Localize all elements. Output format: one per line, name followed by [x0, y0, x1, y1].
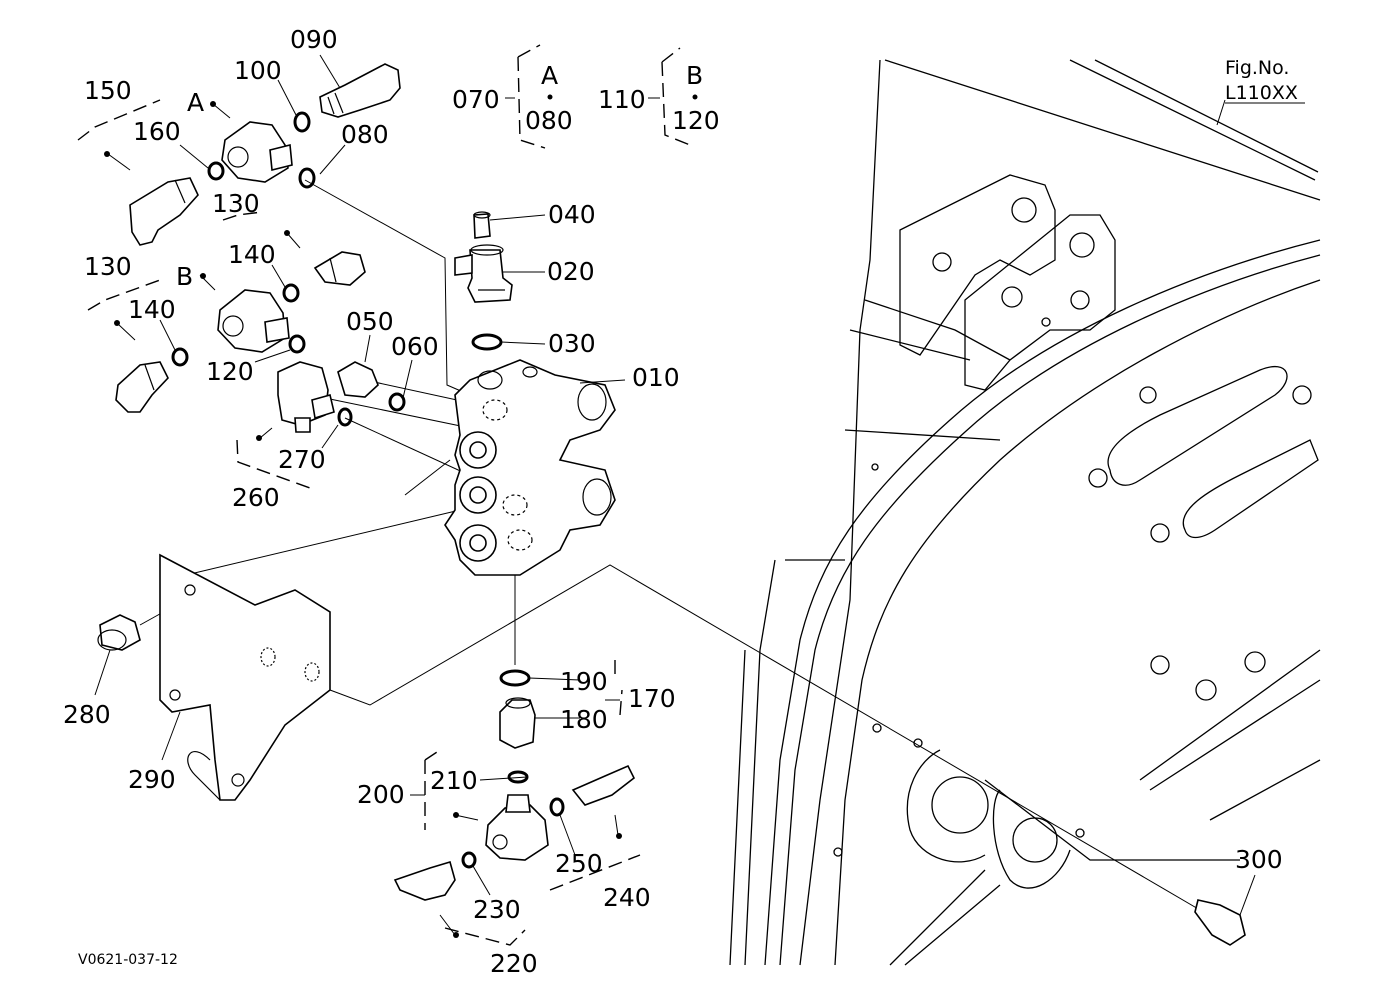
label-230: 230: [473, 895, 521, 924]
label-260: 260: [232, 483, 280, 512]
o-ring-030: [471, 333, 503, 351]
label-240: 240: [603, 883, 651, 912]
bracket-290: [159, 553, 331, 801]
tee-260: [277, 361, 335, 433]
label-290: 290: [128, 765, 176, 794]
label-200: 200: [357, 780, 405, 809]
o-ring-140-lower: [171, 347, 189, 367]
bolt-300: [1194, 899, 1246, 946]
elbow-130-lower: [115, 361, 169, 413]
label-220: 220: [490, 949, 538, 978]
label-160: 160: [133, 117, 181, 146]
control-valve-010: [444, 359, 616, 576]
elbow-130-upper: [313, 251, 366, 286]
elbow-220: [393, 860, 456, 901]
tee-fitting-a: [221, 121, 293, 183]
o-ring-120: [288, 334, 306, 354]
callout-labels: 010 020 030 040 050 060 080 090 100 120 …: [63, 25, 1283, 978]
label-270: 270: [278, 445, 326, 474]
label-120: 120: [206, 357, 254, 386]
fitting-240: [571, 764, 636, 806]
o-ring-190: [499, 669, 531, 687]
tee-200: [485, 794, 549, 861]
callout-dots: [104, 94, 698, 938]
label-090: 090: [290, 25, 338, 54]
figure-info: Fig.No. L110XX V0621-037-12: [78, 57, 1298, 968]
label-020: 020: [547, 257, 595, 286]
label-190: 190: [560, 667, 608, 696]
assembly-lines: [139, 179, 1201, 911]
elbow-090: [319, 63, 401, 118]
elbow-150: [129, 177, 199, 246]
relief-valve-020: [454, 244, 513, 303]
label-140-lower: 140: [128, 295, 176, 324]
o-ring-160: [207, 161, 225, 181]
fig-no-label: Fig.No.: [1225, 57, 1289, 79]
drawing-code: V0621-037-12: [78, 952, 178, 968]
cap-040: [473, 211, 491, 239]
o-ring-250: [549, 797, 565, 817]
label-210: 210: [430, 766, 478, 795]
label-130-upper: 130: [212, 189, 260, 218]
o-ring-140-upper: [282, 283, 300, 303]
o-ring-060: [388, 392, 406, 412]
adapter-180: [499, 697, 536, 749]
label-050: 050: [346, 307, 394, 336]
callout-leaders: [94, 54, 1305, 936]
adapter-050: [337, 361, 379, 398]
label-170: 170: [628, 684, 676, 713]
label-030: 030: [548, 329, 596, 358]
legend-group-a-code: 070: [452, 85, 500, 114]
label-150: 150: [84, 76, 132, 105]
o-ring-080: [298, 167, 316, 189]
o-ring-100: [293, 111, 311, 133]
group-legend: 070 A 080 110 B 120: [452, 61, 720, 135]
label-060: 060: [391, 332, 439, 361]
legend-group-a-letter: A: [541, 61, 558, 90]
label-140-upper: 140: [228, 240, 276, 269]
o-ring-230: [461, 851, 477, 869]
fig-no-value: L110XX: [1225, 82, 1298, 104]
label-180: 180: [560, 705, 608, 734]
marker-b: B: [176, 262, 193, 291]
legend-group-b-letter: B: [686, 61, 703, 90]
o-ring-270: [337, 407, 353, 427]
plug-280: [97, 614, 141, 651]
label-080: 080: [341, 120, 389, 149]
loader-frame: [729, 59, 1321, 966]
label-010: 010: [632, 363, 680, 392]
legend-group-b-code: 110: [598, 85, 646, 114]
marker-a: A: [187, 88, 204, 117]
label-040: 040: [548, 200, 596, 229]
label-100: 100: [234, 56, 282, 85]
label-280: 280: [63, 700, 111, 729]
label-250: 250: [555, 849, 603, 878]
legend-group-b-part: 120: [672, 106, 720, 135]
tee-fitting-b: [217, 289, 290, 353]
legend-group-a-part: 080: [525, 106, 573, 135]
label-130-lower: 130: [84, 252, 132, 281]
label-300: 300: [1235, 845, 1283, 874]
